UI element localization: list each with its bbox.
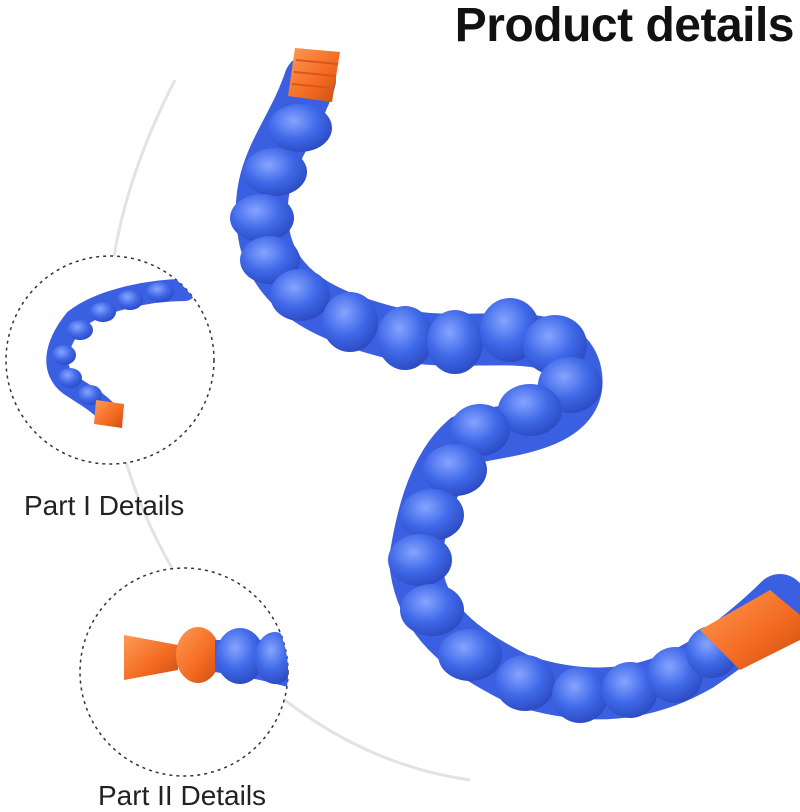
part1-caption: Part I Details [24, 490, 185, 521]
part1-detail-circle [5, 255, 215, 465]
top-orange-connector [288, 48, 340, 102]
part2-caption: Part II Details [98, 780, 267, 811]
hose-segments [230, 104, 738, 723]
part2-detail-circle [79, 567, 289, 777]
page-title: Product details [454, 0, 795, 52]
flat-nozzle-orange [700, 590, 800, 670]
